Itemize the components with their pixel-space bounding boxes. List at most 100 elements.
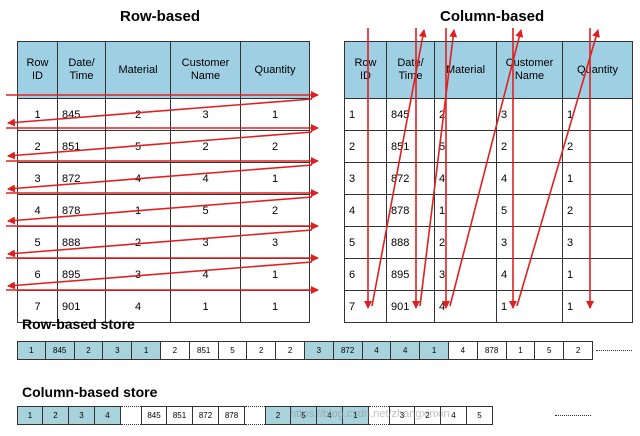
col-table-cell: 4: [496, 258, 563, 291]
col-table-cell: 3: [562, 226, 633, 259]
col-table-cell: 1: [562, 98, 633, 131]
row-table-cell: 4: [170, 162, 241, 195]
row-table-cell: 4: [17, 194, 58, 227]
store-cell: 872: [333, 341, 363, 360]
store-cell: 2: [564, 341, 593, 360]
store-cell: 5: [535, 341, 565, 360]
col-table-cell: 3: [496, 226, 563, 259]
store-cell: 851: [189, 341, 219, 360]
col-table-cell: 845: [386, 98, 435, 131]
row-table-header-4: Quantity: [240, 41, 310, 99]
col-table-cell: 888: [386, 226, 435, 259]
row-table-cell: 4: [105, 162, 171, 195]
store-cell: 2: [160, 341, 190, 360]
col-table-cell: 2: [562, 194, 633, 227]
row-based-title: Row-based: [120, 8, 201, 25]
store-cell: 4: [317, 406, 343, 425]
row-table-cell: 878: [57, 194, 106, 227]
col-table-header-1: Date/ Time: [386, 41, 435, 99]
row-table-cell: 888: [57, 226, 106, 259]
store-gap: [121, 406, 141, 425]
store-cell: 3: [389, 406, 415, 425]
row-table-cell: 2: [105, 98, 171, 131]
row-table-cell: 1: [240, 258, 310, 291]
row-table-cell: 1: [170, 290, 241, 323]
store-cell: 1: [132, 341, 161, 360]
column-store-label: Column-based store: [22, 384, 158, 400]
store-cell: 2: [415, 406, 441, 425]
row-table-cell: 1: [17, 98, 58, 131]
row-table-cell: 3: [17, 162, 58, 195]
store-cell: 3: [304, 341, 334, 360]
col-table-cell: 901: [386, 290, 435, 323]
col-table-cell: 2: [344, 130, 387, 163]
row-store-continuation: [596, 350, 632, 351]
store-cell: 4: [95, 406, 121, 425]
store-cell: 2: [247, 341, 277, 360]
col-table-cell: 872: [386, 162, 435, 195]
col-table-cell: 851: [386, 130, 435, 163]
row-table-cell: 7: [17, 290, 58, 323]
col-table-cell: 1: [344, 98, 387, 131]
row-table-cell: 1: [105, 194, 171, 227]
col-table-cell: 2: [434, 98, 497, 131]
row-table-cell: 3: [240, 226, 310, 259]
col-table-cell: 878: [386, 194, 435, 227]
row-table-cell: 1: [240, 290, 310, 323]
store-cell: 1: [420, 341, 449, 360]
col-table-cell: 1: [496, 290, 563, 323]
store-cell: 851: [167, 406, 193, 425]
col-table-cell: 4: [434, 162, 497, 195]
store-cell: 1: [506, 341, 536, 360]
watermark: https://blog.csdn.net/zhangxinxin: [290, 408, 450, 420]
column-store-continuation: [555, 415, 591, 416]
col-table-header-3: Customer Name: [496, 41, 563, 99]
store-cell: 3: [103, 341, 133, 360]
store-cell: 1: [17, 406, 43, 425]
col-table-header-2: Material: [434, 41, 497, 99]
row-table-cell: 1: [240, 98, 310, 131]
store-cell: 2: [276, 341, 305, 360]
col-table-cell: 2: [434, 226, 497, 259]
row-table-header-3: Customer Name: [170, 41, 241, 99]
store-cell: 4: [391, 341, 421, 360]
row-table-cell: 2: [170, 130, 241, 163]
row-table-cell: 2: [240, 194, 310, 227]
col-table-cell: 1: [562, 258, 633, 291]
store-cell: 4: [448, 341, 478, 360]
col-table-cell: 4: [344, 194, 387, 227]
store-cell: 4: [362, 341, 392, 360]
col-table-cell: 1: [562, 290, 633, 323]
row-table-cell: 2: [105, 226, 171, 259]
col-table-cell: 4: [496, 162, 563, 195]
row-table-cell: 6: [17, 258, 58, 291]
col-table-cell: 5: [344, 226, 387, 259]
col-table-cell: 3: [434, 258, 497, 291]
col-table-header-0: Row ID: [344, 41, 387, 99]
col-table-cell: 4: [434, 290, 497, 323]
store-cell: 2: [74, 341, 104, 360]
col-table-cell: 6: [344, 258, 387, 291]
row-store-label: Row-based store: [22, 316, 135, 332]
store-cell: 5: [218, 341, 248, 360]
store-cell: 4: [441, 406, 467, 425]
row-table-cell: 872: [57, 162, 106, 195]
row-table-cell: 5: [170, 194, 241, 227]
store-cell: 2: [265, 406, 291, 425]
row-table-header-0: Row ID: [17, 41, 58, 99]
row-table-cell: 4: [170, 258, 241, 291]
col-table-cell: 1: [562, 162, 633, 195]
